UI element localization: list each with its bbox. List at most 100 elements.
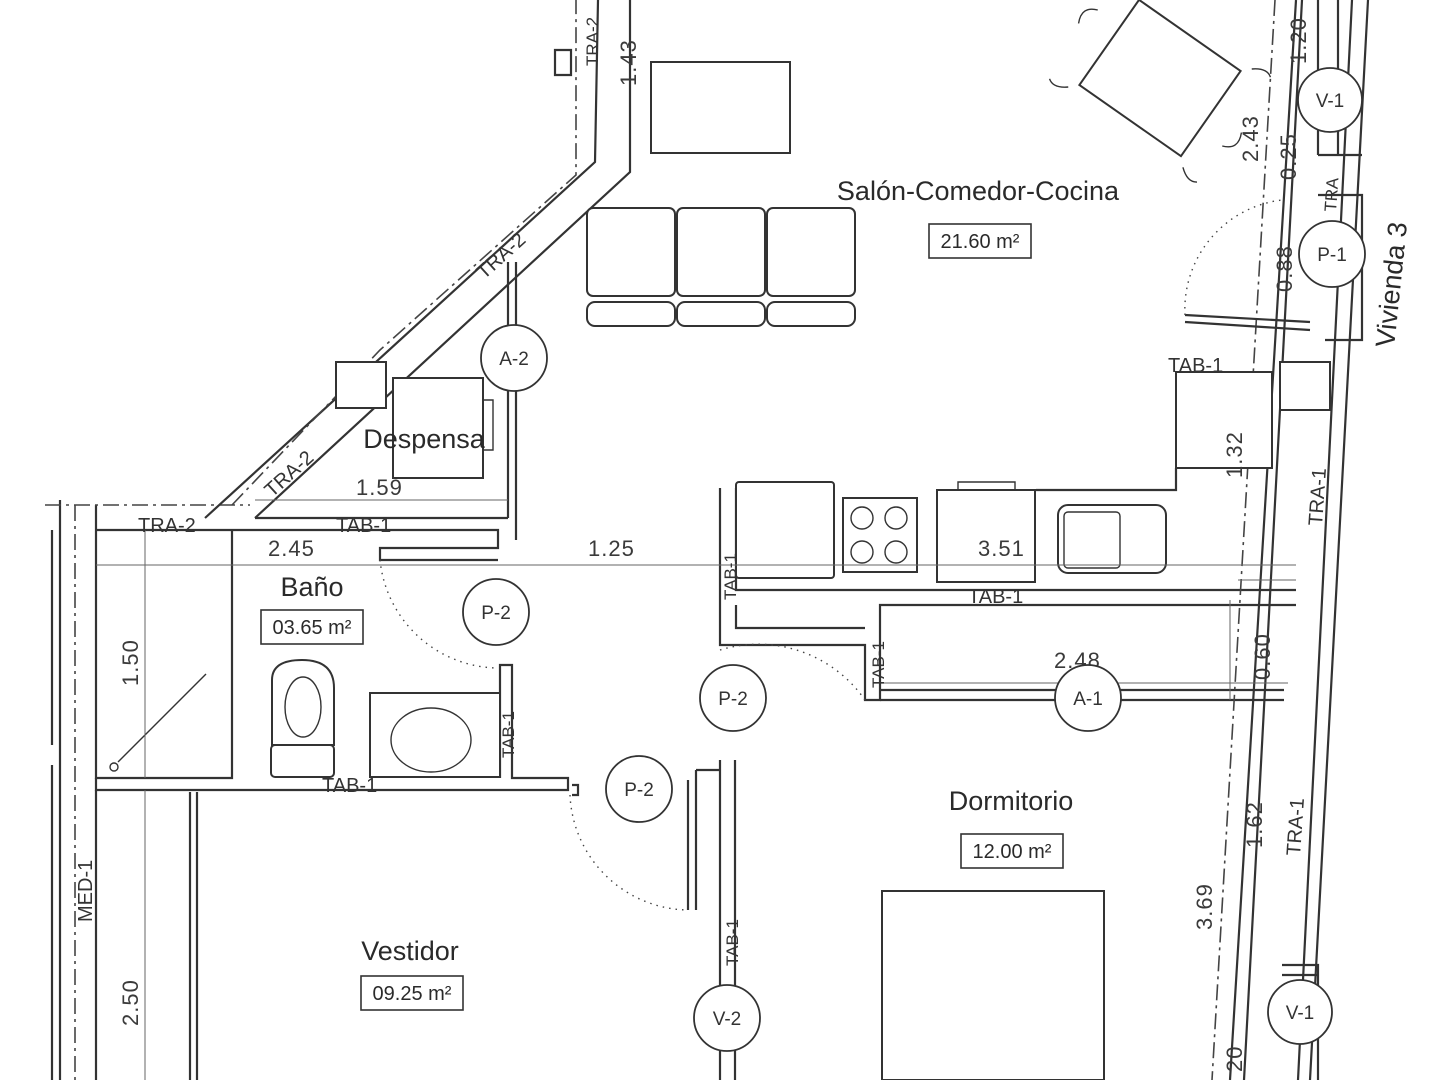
sofa-seat-2 xyxy=(676,207,766,297)
neighbor-label: Vivienda 3 xyxy=(1370,221,1413,349)
room-name-vestidor: Vestidor xyxy=(361,936,459,966)
dim-2-43: 2.43 xyxy=(1238,115,1263,162)
walls xyxy=(45,0,1370,1080)
room-area-box-salon xyxy=(928,223,1032,259)
room-name-bano: Baño xyxy=(280,572,343,602)
tag-tab-1-counter: TAB-1 xyxy=(968,586,1023,608)
counter xyxy=(936,489,1036,583)
dim-0-60: 0.60 xyxy=(1250,633,1275,680)
room-area-bano: 03.65 m² xyxy=(273,617,352,639)
tag-tra-2-bath: TRA-2 xyxy=(138,515,196,537)
dim-3-51: 3.51 xyxy=(978,536,1025,561)
dining-table xyxy=(1048,0,1272,183)
tag-tab-1-kitchen: TAB-1 xyxy=(721,553,740,600)
sofa-seat-3 xyxy=(766,207,856,297)
despensa-box xyxy=(335,361,387,409)
bed xyxy=(881,890,1105,1080)
room-area-dormitorio: 12.00 m² xyxy=(973,841,1052,863)
tag-med-1: MED-1 xyxy=(75,860,97,922)
tag-tab-1-dormitorio: TAB-1 xyxy=(723,919,742,966)
tag-tab-1-despensa: TAB-1 xyxy=(336,515,391,537)
dim-20: 20 xyxy=(1222,1046,1247,1072)
dim-1-50: 1.50 xyxy=(118,639,143,686)
toilet xyxy=(271,658,335,746)
marker-a-1: A-1 xyxy=(1073,689,1103,710)
dim-1-32: 1.32 xyxy=(1222,431,1247,478)
dim-0-25: 0.25 xyxy=(1276,133,1301,180)
tag-tra-1-upper: TRA-1 xyxy=(1305,467,1331,526)
wall-dormitorio-left xyxy=(686,760,737,1080)
centerline-diagonal xyxy=(231,0,577,506)
marker-a-2: A-2 xyxy=(499,349,529,370)
wall-bano-shower xyxy=(94,530,234,780)
column-top xyxy=(553,48,573,77)
tag-tra-right: TRA xyxy=(1321,176,1342,212)
dim-1-43: 1.43 xyxy=(616,39,641,86)
despensa-shelf xyxy=(392,377,484,479)
oven-unit xyxy=(1175,371,1273,469)
room-name-dormitorio: Dormitorio xyxy=(949,786,1074,816)
room-area-vestidor: 09.25 m² xyxy=(373,983,452,1005)
marker-a-1-circle xyxy=(1054,664,1122,732)
tag-tab-1-bath: TAB-1 xyxy=(322,775,377,797)
marker-v-1-bottom-circle xyxy=(1267,979,1333,1045)
marker-p-1-circle xyxy=(1298,220,1366,288)
marker-a-2-circle xyxy=(480,324,548,392)
room-area-box-dormitorio xyxy=(960,833,1064,869)
dim-1-25: 1.25 xyxy=(588,536,635,561)
wall-tra-1-outer xyxy=(1296,0,1370,1080)
door-swings xyxy=(379,199,1283,911)
furniture xyxy=(109,0,1331,1080)
marker-p-2-kitchen-circle xyxy=(699,664,767,732)
dim-0-88: 0.88 xyxy=(1272,245,1297,292)
dimension-text: 1.43 1.20 2.43 0.25 0.88 1.59 2.45 1.25 … xyxy=(118,17,1311,1072)
marker-p-2-vestidor-circle xyxy=(605,755,673,823)
marker-v-1-top-circle xyxy=(1297,67,1363,133)
door-p1-leaf xyxy=(1184,313,1311,332)
marker-v-2-circle xyxy=(693,984,761,1052)
window-frame-bottom xyxy=(1282,963,1320,1080)
sofa-back-3 xyxy=(766,301,856,327)
marker-p-2-vestidor: P-2 xyxy=(624,780,654,801)
marker-p-1: P-1 xyxy=(1317,245,1347,266)
hob xyxy=(842,497,918,573)
wall-tra-1-inner xyxy=(1228,0,1304,1080)
dim-3-69: 3.69 xyxy=(1192,883,1217,930)
sink xyxy=(1057,504,1167,574)
marker-p-2-bath-circle xyxy=(462,578,530,646)
wall-bano-bottom xyxy=(94,663,570,792)
marker-v-2: V-2 xyxy=(713,1009,742,1030)
wall-med-1 xyxy=(50,500,62,1080)
room-area-box-bano xyxy=(260,609,364,645)
wall-stub xyxy=(572,783,580,797)
room-area-salon: 21.60 m² xyxy=(941,231,1020,253)
tag-tra-1-lower: TRA-1 xyxy=(1283,797,1309,856)
dim-1-20: 1.20 xyxy=(1286,17,1311,64)
marker-p-2-kitchen: P-2 xyxy=(718,689,748,710)
wall-despensa-right xyxy=(506,262,518,540)
dim-1-59: 1.59 xyxy=(356,475,403,500)
dim-2-50: 2.50 xyxy=(118,979,143,1026)
wall-bano-top xyxy=(96,528,500,562)
washbasin xyxy=(390,707,472,773)
shower-slope xyxy=(117,673,207,763)
sofa-seat-1 xyxy=(586,207,676,297)
marker-p-2-bath: P-2 xyxy=(481,603,511,624)
wall-vestidor-left xyxy=(94,505,199,1080)
tag-tra-2-diag-upper: TRA-2 xyxy=(473,229,531,284)
tag-tab-1-oven: TAB-1 xyxy=(1168,355,1223,377)
washbasin-counter xyxy=(369,692,501,778)
room-area-box-vestidor xyxy=(360,975,464,1011)
centerline-right xyxy=(1211,0,1276,1080)
extractor xyxy=(1279,361,1331,411)
fridge xyxy=(735,481,835,579)
marker-v-1-top: V-1 xyxy=(1316,91,1345,112)
element-markers: A-2 P-2 P-2 P-2 A-1 P-1 V-1 V-1 V-2 xyxy=(462,67,1366,1052)
wall-kitchen-corner xyxy=(734,605,865,630)
tv-unit xyxy=(650,61,791,154)
sofa-back-2 xyxy=(676,301,766,327)
tag-tab-1-bath-right: TAB-1 xyxy=(499,711,518,758)
marker-v-1-bottom: V-1 xyxy=(1286,1003,1315,1024)
room-labels: Salón-Comedor-Cocina 21.60 m² Despensa B… xyxy=(260,176,1413,1011)
